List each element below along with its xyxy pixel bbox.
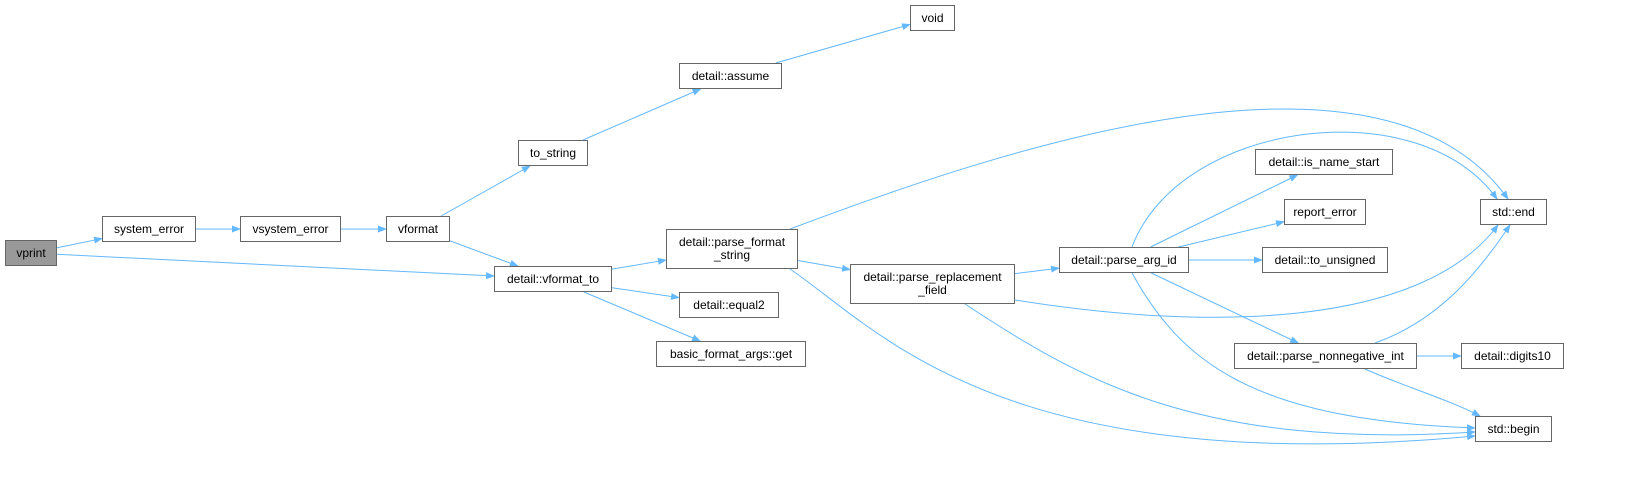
- edge-parse-arg-id-to-is-name-start: [1150, 174, 1299, 248]
- edge-parse-arg-id-to-std-end: [1131, 131, 1498, 248]
- edge-parse-nonnegative-int-to-std-begin: [1364, 368, 1481, 417]
- edge-parse-replacement-field-to-std-end: [1014, 224, 1499, 318]
- node-detail-parse-arg-id[interactable]: detail::parse_arg_id: [1059, 247, 1189, 273]
- node-vformat[interactable]: vformat: [386, 216, 450, 242]
- edge-vformat-to-to-string: [440, 165, 531, 217]
- node-detail-parse-replacement-field[interactable]: detail::parse_replacement _field: [850, 264, 1015, 304]
- node-detail-is-name-start[interactable]: detail::is_name_start: [1255, 149, 1393, 175]
- edge-vformat-to-to-equal2: [611, 287, 680, 300]
- node-detail-equal2[interactable]: detail::equal2: [679, 292, 779, 318]
- edge-parse-replacement-field-to-parse-arg-id: [1014, 265, 1060, 275]
- edge-to-string-to-assume: [582, 88, 702, 141]
- edge-parse-arg-id-to-report-error: [1178, 220, 1285, 248]
- node-std-begin[interactable]: std::begin: [1475, 416, 1552, 442]
- node-vprint: vprint: [5, 240, 57, 266]
- edge-parse-arg-id-to-parse-nonnegative-int: [1151, 272, 1300, 344]
- node-system-error[interactable]: system_error: [102, 216, 196, 242]
- edge-parse-arg-id-to-std-begin: [1131, 272, 1476, 432]
- edge-vprint-to-vformat-to: [56, 253, 495, 280]
- node-std-end[interactable]: std::end: [1480, 199, 1547, 225]
- node-report-error[interactable]: report_error: [1284, 199, 1366, 225]
- edge-parse-format-string-to-parse-replacement-field: [797, 260, 851, 272]
- node-detail-vformat-to[interactable]: detail::vformat_to: [494, 266, 612, 292]
- node-to-string[interactable]: to_string: [518, 140, 588, 166]
- node-detail-parse-nonnegative-int[interactable]: detail::parse_nonnegative_int: [1234, 343, 1417, 369]
- node-void[interactable]: void: [910, 5, 955, 31]
- edge-vprint-to-system-error: [56, 236, 103, 249]
- edge-parse-nonnegative-int-to-std-end: [1374, 224, 1511, 344]
- node-basic-format-args-get[interactable]: basic_format_args::get: [656, 341, 806, 367]
- node-detail-parse-format-string[interactable]: detail::parse_format _string: [666, 229, 798, 269]
- edge-parse-format-string-to-std-end: [789, 108, 1509, 230]
- edge-vformat-to-to-parse-format-string: [611, 257, 667, 270]
- node-detail-assume[interactable]: detail::assume: [679, 63, 782, 89]
- edge-parse-format-string-to-std-begin: [789, 268, 1476, 445]
- edge-parse-replacement-field-to-std-begin: [964, 303, 1476, 437]
- node-detail-digits10[interactable]: detail::digits10: [1461, 343, 1564, 369]
- edge-vformat-to-to-get: [583, 291, 702, 342]
- edge-vformat-to-vformat-to: [449, 240, 519, 267]
- node-detail-to-unsigned[interactable]: detail::to_unsigned: [1262, 247, 1388, 273]
- edge-assume-to-void: [775, 23, 911, 64]
- node-vsystem-error[interactable]: vsystem_error: [240, 216, 341, 242]
